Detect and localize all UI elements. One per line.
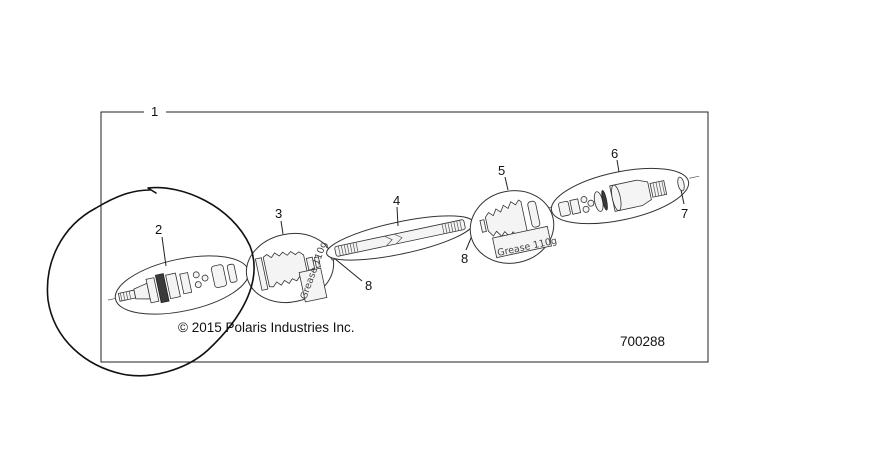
callout-7: 7 [681, 206, 688, 221]
copyright-notice: © 2015 Polaris Industries Inc. [178, 320, 355, 335]
callout-5: 5 [498, 163, 505, 178]
callout-2: 2 [155, 222, 162, 237]
callout-8-left: 8 [365, 278, 372, 293]
callout-4: 4 [393, 193, 400, 208]
part-5-boot-kit: Grease 110g [469, 190, 558, 264]
part-7-circlip [677, 176, 685, 192]
callout-1: 1 [151, 104, 158, 119]
part-6-inner-cv-joint [550, 167, 690, 225]
callout-6: 6 [611, 146, 618, 161]
part-4-shaft [326, 215, 474, 261]
assembly-frame [100, 111, 709, 363]
figure-number: 700288 [620, 334, 665, 349]
hand-drawn-circle [46, 186, 255, 377]
part-3-boot-kit: Grease 110g [245, 233, 335, 303]
callout-3: 3 [275, 206, 282, 221]
callout-8-right: 8 [461, 251, 468, 266]
part-2-outer-cv-joint [114, 255, 250, 315]
